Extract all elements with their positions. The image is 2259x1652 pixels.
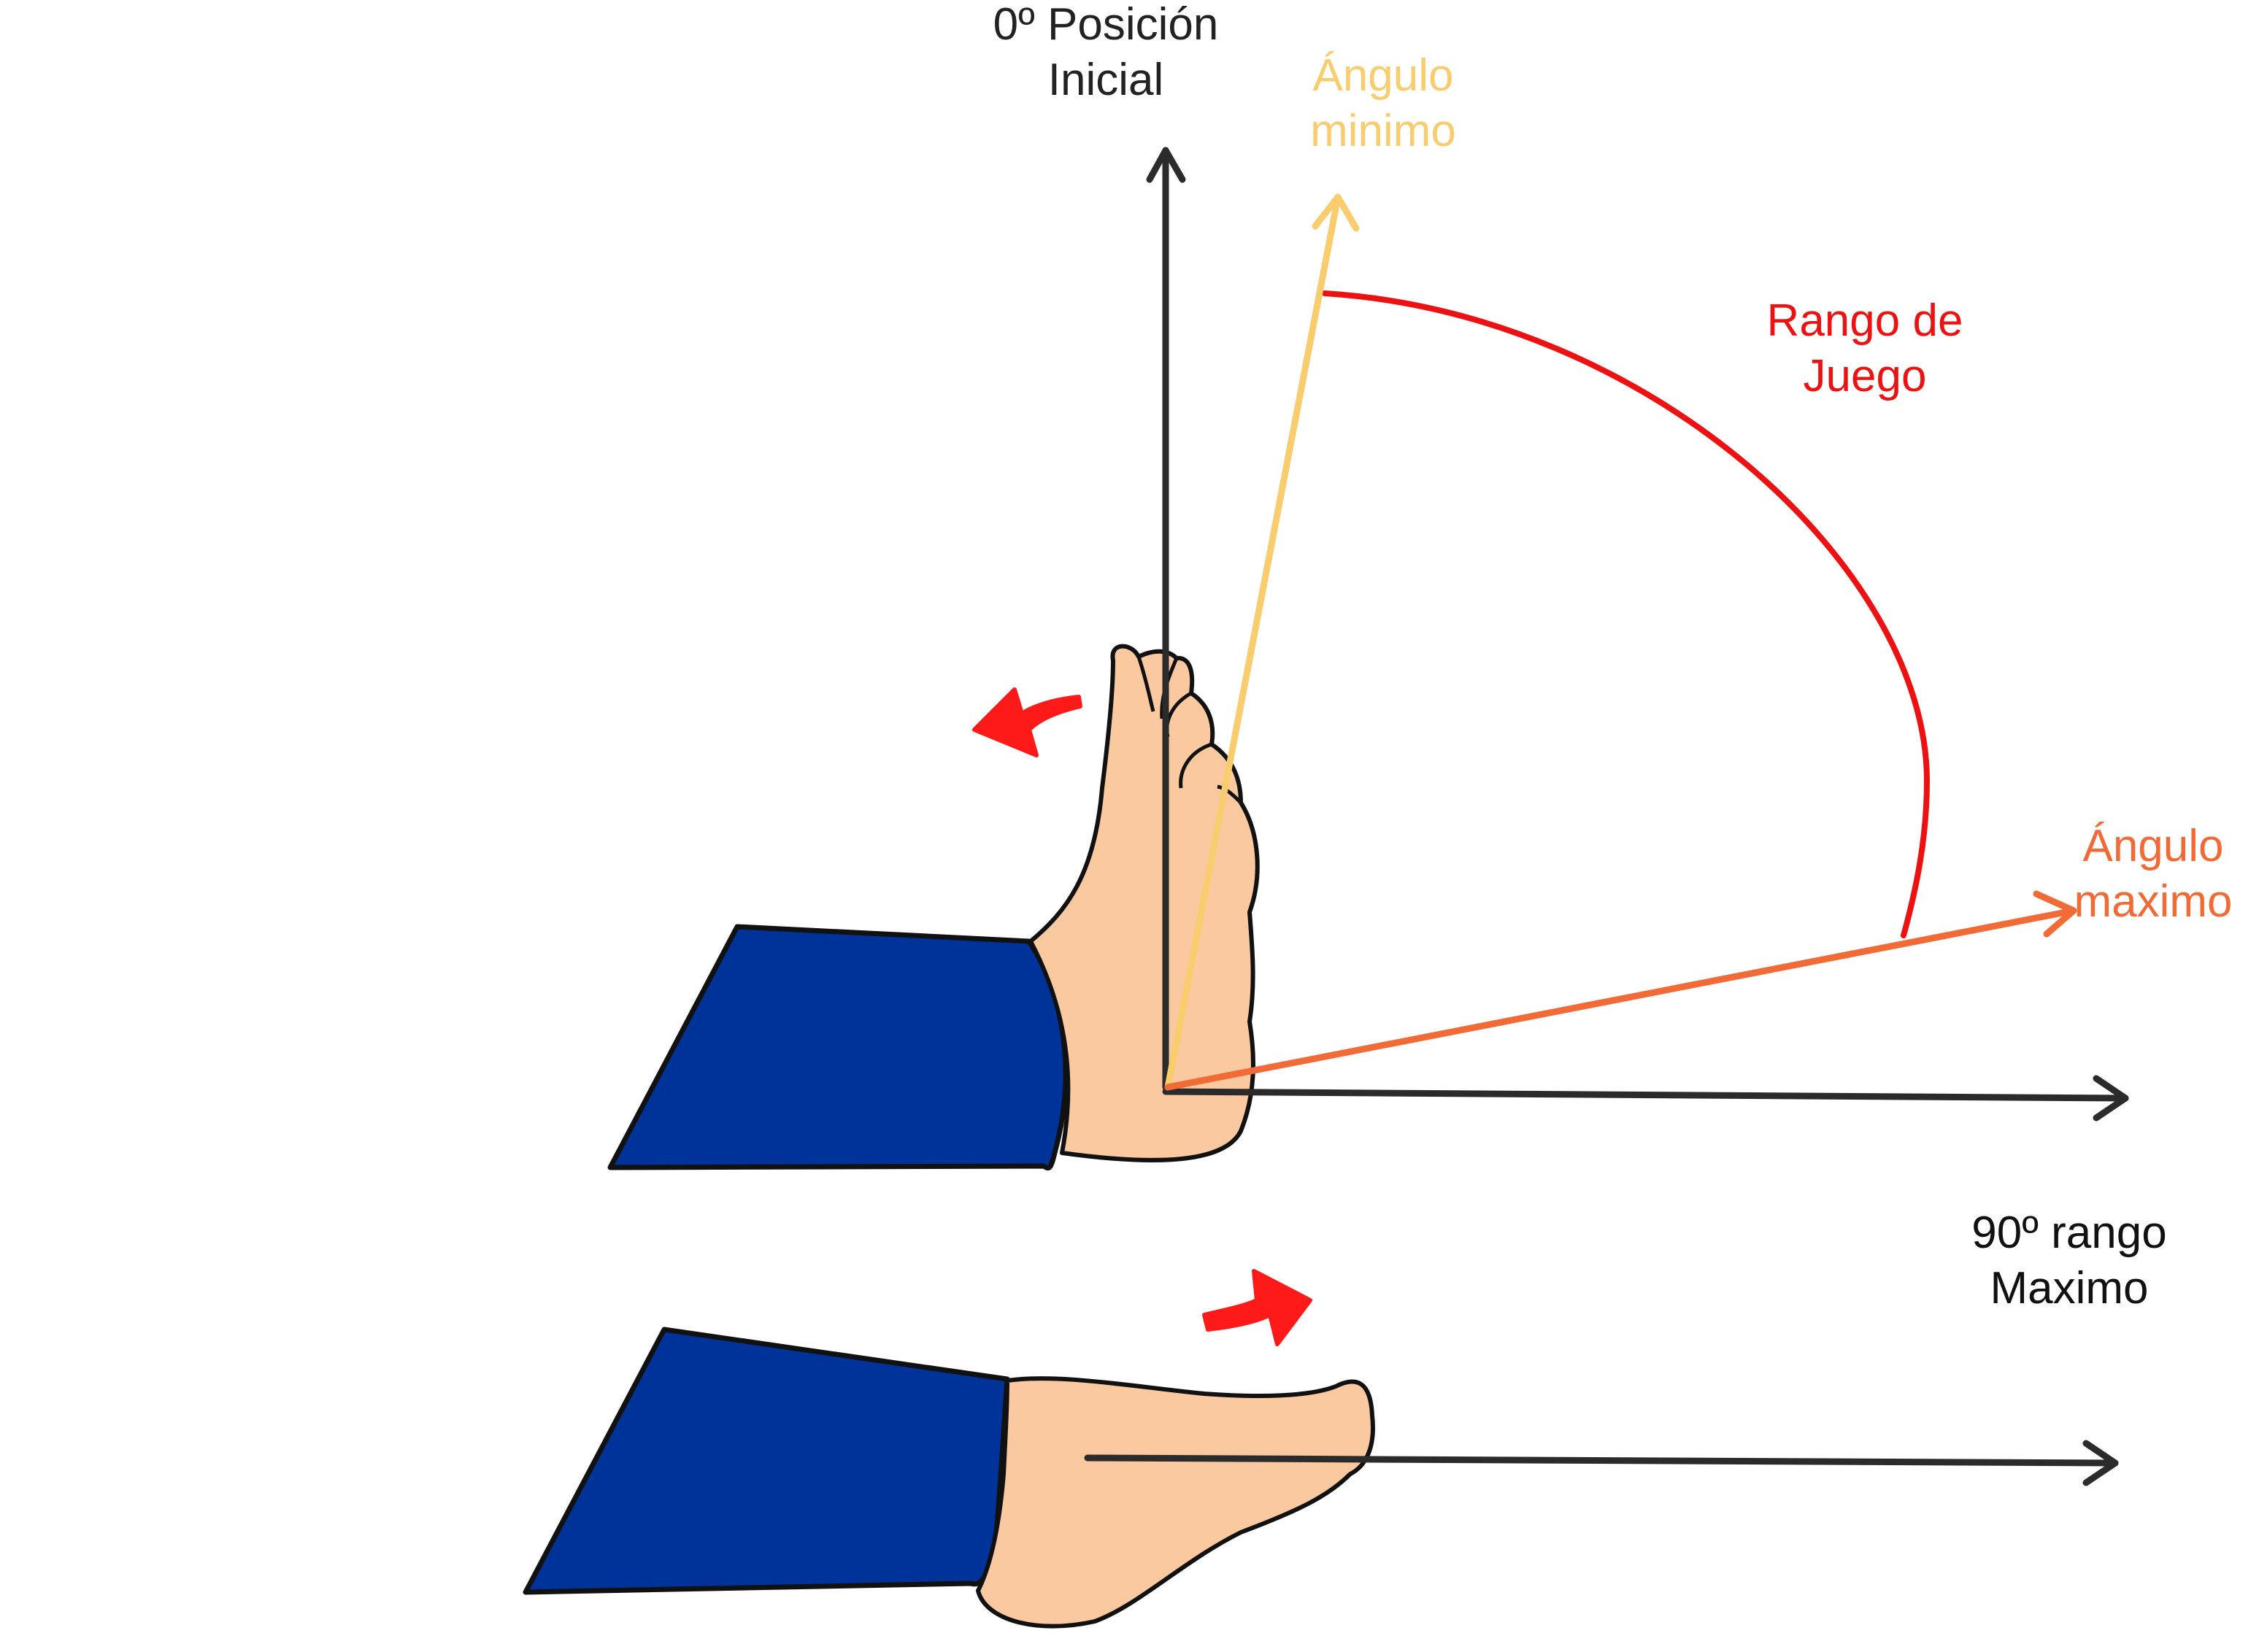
max-range-label: 90º rango Maximo bbox=[1945, 1205, 2193, 1316]
max-angle-line2: maximo bbox=[2074, 876, 2233, 927]
horizontal-axis bbox=[1162, 1075, 2129, 1122]
initial-position-line1: 0º Posición bbox=[993, 0, 1219, 50]
game-range-line2: Juego bbox=[1803, 351, 1927, 401]
vertical-axis bbox=[1146, 147, 1186, 1091]
min-angle-line2: minimo bbox=[1310, 106, 1456, 156]
initial-position-label: 0º Posición Inicial bbox=[960, 0, 1252, 108]
lower-leg-pants bbox=[523, 1327, 1010, 1595]
curved-arrow-left-icon bbox=[972, 687, 1082, 757]
upper-foot bbox=[1028, 644, 1260, 1162]
initial-position-line2: Inicial bbox=[1047, 55, 1164, 105]
game-range-label: Rango de Juego bbox=[1741, 293, 1989, 404]
max-angle-ray bbox=[1164, 890, 2077, 1091]
max-angle-line1: Ángulo bbox=[2082, 821, 2224, 871]
lower-axis bbox=[1084, 1440, 2119, 1486]
upper-foot-toe-line bbox=[1136, 656, 1155, 712]
curved-arrow-right-icon bbox=[1202, 1269, 1312, 1346]
upper-foot-toe-line bbox=[1217, 784, 1242, 804]
max-angle-label: Ángulo maximo bbox=[2055, 819, 2252, 930]
upper-foot-toe-line bbox=[1179, 742, 1212, 789]
min-angle-ray bbox=[1164, 193, 1360, 1091]
max-range-line1: 90º rango bbox=[1971, 1208, 2167, 1258]
min-angle-label: Ángulo minimo bbox=[1274, 48, 1493, 159]
upper-leg-pants bbox=[607, 924, 1069, 1171]
lower-foot bbox=[976, 1376, 1375, 1629]
max-range-line2: Maximo bbox=[1990, 1263, 2149, 1313]
game-range-line1: Rango de bbox=[1766, 296, 1963, 346]
range-arc bbox=[1322, 290, 1931, 938]
min-angle-line1: Ángulo bbox=[1312, 50, 1454, 101]
